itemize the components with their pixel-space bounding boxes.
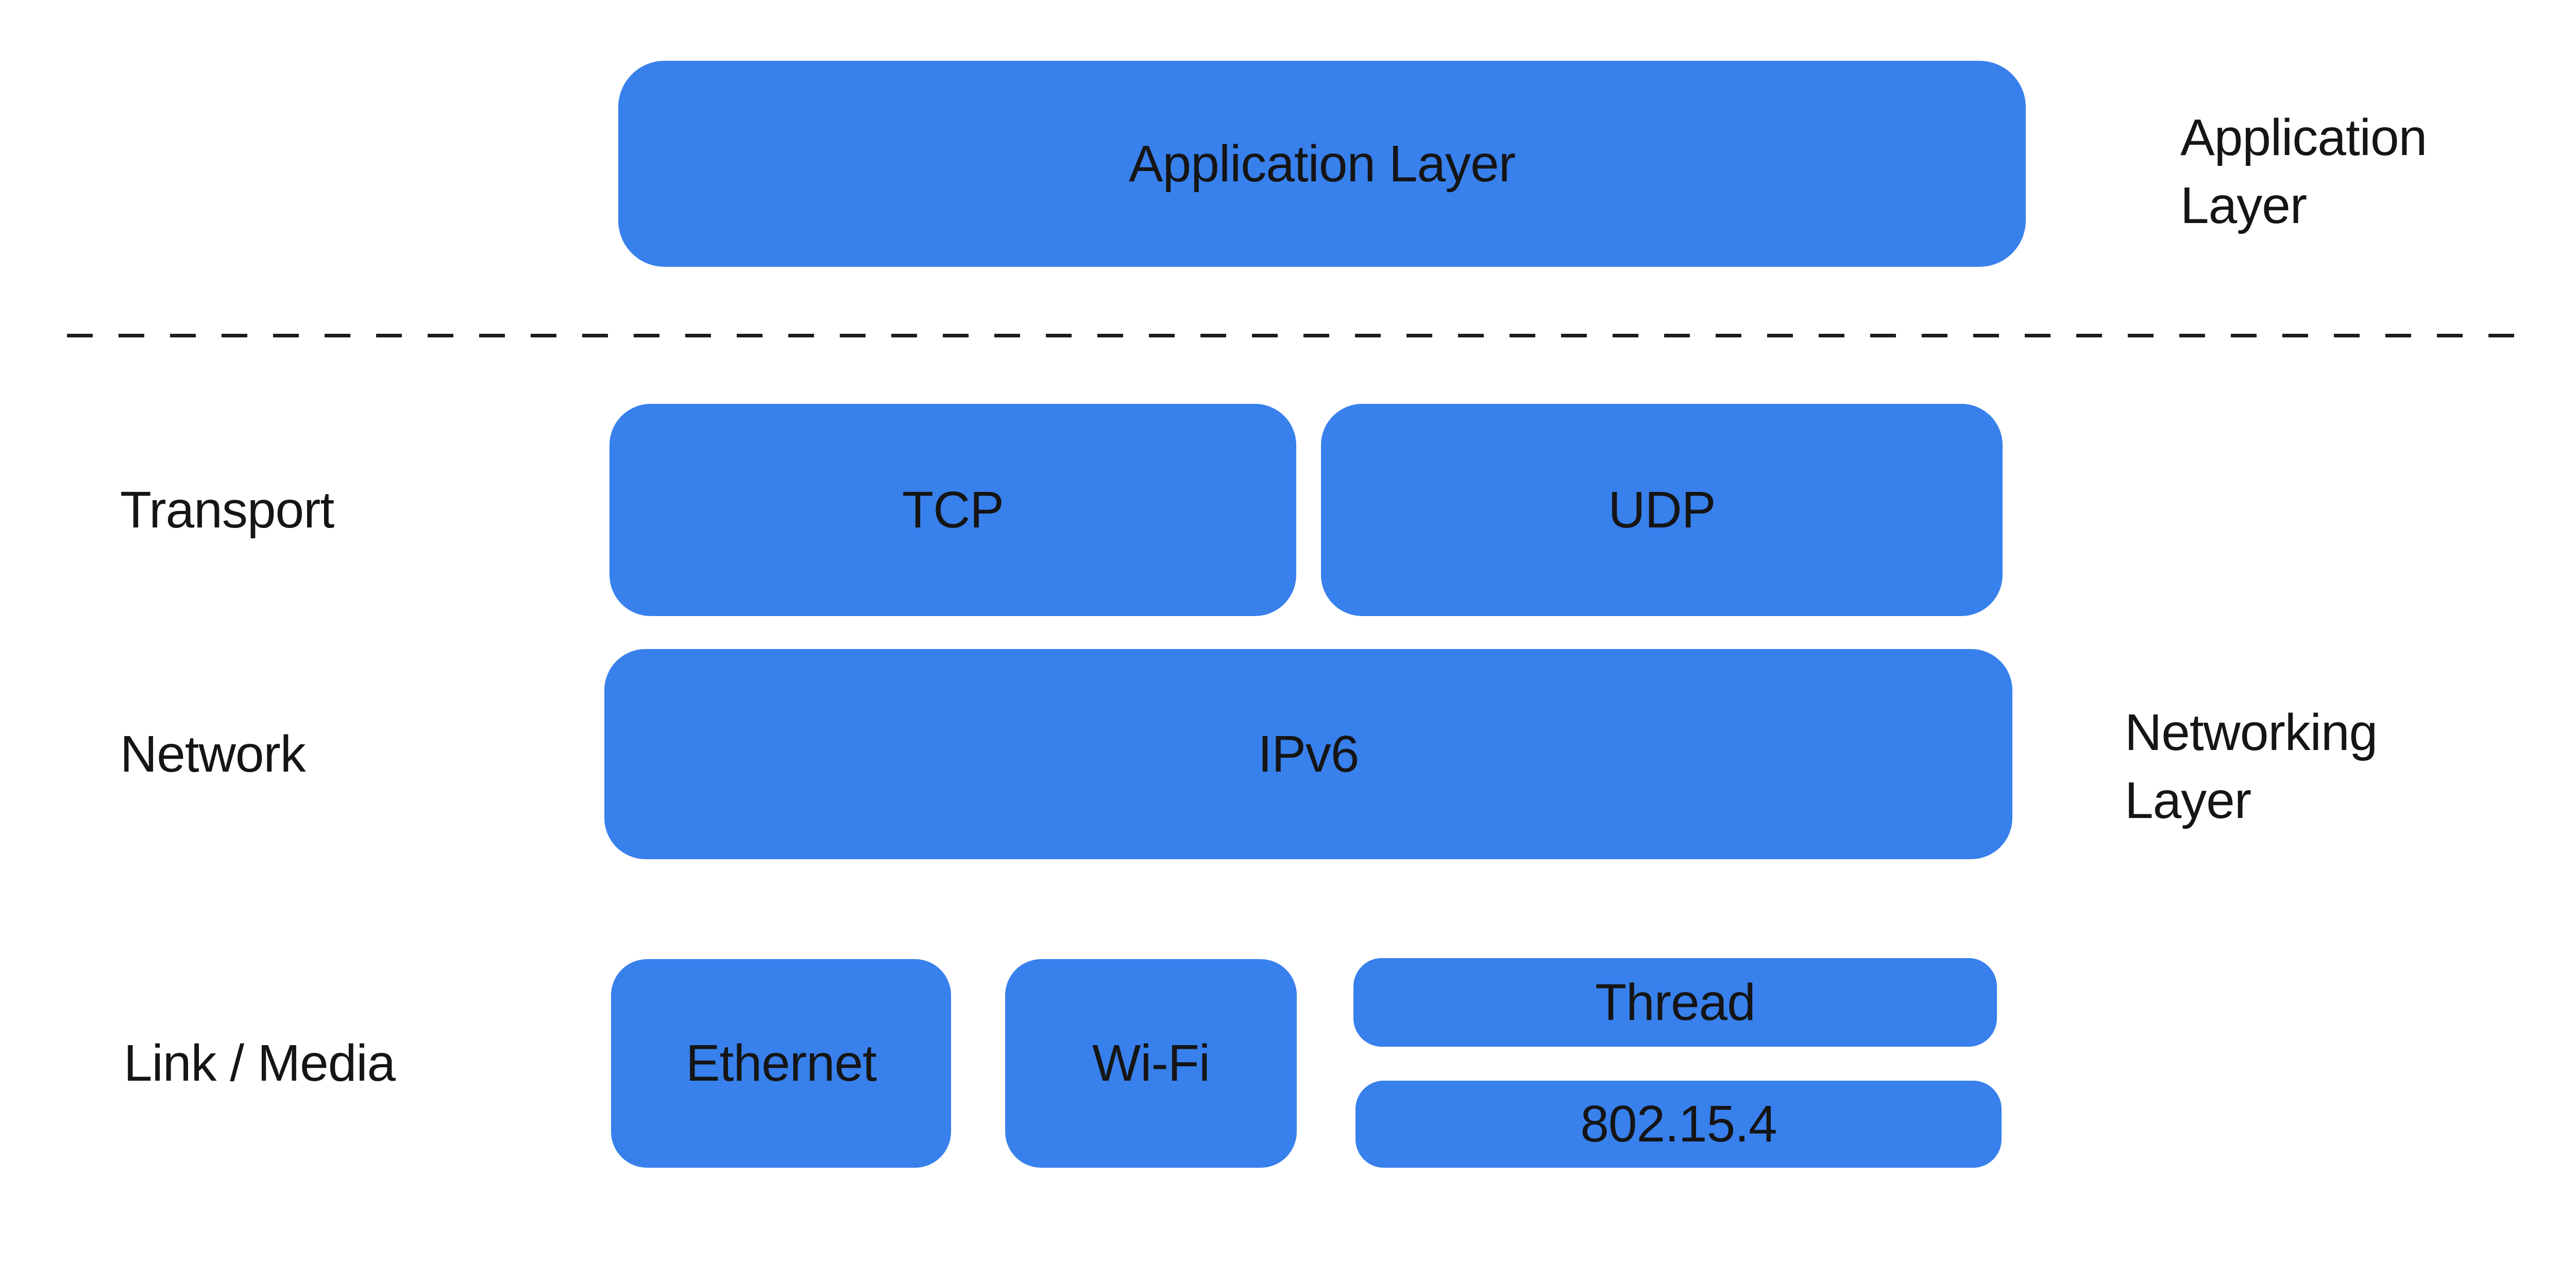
box-application-layer: Application Layer — [618, 61, 2026, 267]
side-label-networking-line2: Layer — [2125, 772, 2251, 829]
box-802-15-4: 802.15.4 — [1355, 1081, 2002, 1168]
box-tcp: TCP — [609, 404, 1296, 616]
box-ipv6: IPv6 — [604, 649, 2012, 859]
box-ethernet-label: Ethernet — [685, 1034, 877, 1092]
row-label-link-media: Link / Media — [124, 1034, 396, 1092]
dashed-divider — [67, 334, 2532, 337]
box-ethernet: Ethernet — [611, 959, 951, 1168]
row-label-network: Network — [120, 725, 306, 783]
box-ipv6-label: IPv6 — [1258, 725, 1359, 783]
box-udp-label: UDP — [1608, 481, 1716, 539]
side-label-application-line2: Layer — [2180, 177, 2307, 234]
box-tcp-label: TCP — [902, 481, 1004, 539]
side-label-application-line1: Application — [2180, 109, 2427, 166]
side-label-networking-line1: Networking — [2125, 704, 2378, 761]
box-thread-label: Thread — [1595, 973, 1756, 1031]
side-label-networking-layer: Networking Layer — [2125, 698, 2378, 834]
row-label-transport: Transport — [120, 481, 334, 539]
box-application-layer-label: Application Layer — [1128, 134, 1516, 193]
box-thread: Thread — [1353, 958, 1997, 1047]
side-label-application-layer: Application Layer — [2180, 104, 2427, 240]
box-802-15-4-label: 802.15.4 — [1580, 1095, 1777, 1153]
box-udp: UDP — [1321, 404, 2003, 616]
box-wifi-label: Wi-Fi — [1092, 1034, 1210, 1092]
box-wifi: Wi-Fi — [1005, 959, 1297, 1168]
